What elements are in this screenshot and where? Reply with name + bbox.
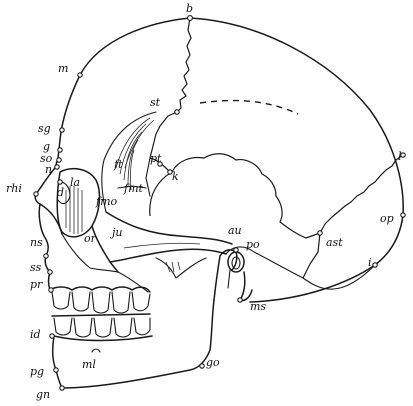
label-pr: pr <box>30 278 43 291</box>
pterion-junction <box>145 157 151 197</box>
temporal-line <box>199 99 299 115</box>
label-po: po <box>246 238 260 251</box>
label-so: so <box>40 152 53 165</box>
orbit-shading <box>65 186 83 234</box>
label-ns: ns <box>30 236 43 249</box>
temporal-fossa-shading <box>115 117 155 191</box>
styloid-line <box>227 269 231 289</box>
label-go: go <box>206 356 220 369</box>
label-pt: pt <box>150 152 162 165</box>
mandible-outline <box>51 299 215 389</box>
label-sg: sg <box>38 122 51 135</box>
label-ju: ju <box>109 226 123 239</box>
label-la: la <box>70 176 80 189</box>
cranial-outline <box>54 17 191 169</box>
mandibular-notch-shade <box>165 261 181 273</box>
cranial-outline-back <box>189 17 404 303</box>
zygomatic-arch-shade <box>123 242 201 249</box>
label-id: id <box>30 328 41 341</box>
maxilla-body <box>61 233 149 293</box>
nasal-aperture <box>38 203 51 273</box>
temporal-fossa-rim <box>101 111 157 213</box>
frontozygomatic-line <box>117 185 147 189</box>
mental-foramen <box>91 348 101 353</box>
label-st: st <box>150 96 161 109</box>
label-k: k <box>172 170 179 183</box>
label-gn: gn <box>36 388 50 401</box>
label-ft: ft <box>113 158 123 171</box>
nasal-bone <box>34 167 63 235</box>
label-ml: ml <box>82 358 96 371</box>
label-rhi: rhi <box>6 182 22 195</box>
label-b: b <box>186 2 193 15</box>
label-fmo: fmo <box>95 195 118 208</box>
label-au: au <box>228 224 242 237</box>
label-ss: ss <box>30 261 42 274</box>
label-ms: ms <box>250 300 266 313</box>
label-d: d <box>57 186 64 199</box>
coronoid-process <box>155 257 207 279</box>
label-l: l <box>398 150 402 163</box>
label-ast: ast <box>326 236 343 249</box>
label-g: g <box>43 140 50 153</box>
landmark-points <box>33 15 406 391</box>
zygomatic-arch-lower <box>109 248 227 263</box>
coronal-suture-lower <box>149 111 178 159</box>
lambdoid-suture <box>319 154 404 234</box>
label-or: or <box>84 232 97 245</box>
label-m: m <box>58 62 68 75</box>
label-op: op <box>380 212 394 225</box>
coronal-suture <box>176 17 192 113</box>
mandible-ramus <box>213 249 238 301</box>
mastoid-process <box>239 271 253 302</box>
squamous-suture <box>149 153 321 239</box>
label-i: i <box>368 256 372 269</box>
label-n: n <box>45 163 52 176</box>
asterion-line <box>302 232 321 279</box>
lower-teeth <box>51 313 153 342</box>
lacrimal-fossa <box>57 181 71 205</box>
zygomatic-arch-upper <box>105 211 233 245</box>
auditory-meatus-inner <box>231 256 241 270</box>
label-pg: pg <box>30 365 44 378</box>
temporal-lower-border <box>225 246 376 290</box>
upper-teeth <box>49 286 151 314</box>
label-fmt: fmt <box>123 182 144 195</box>
